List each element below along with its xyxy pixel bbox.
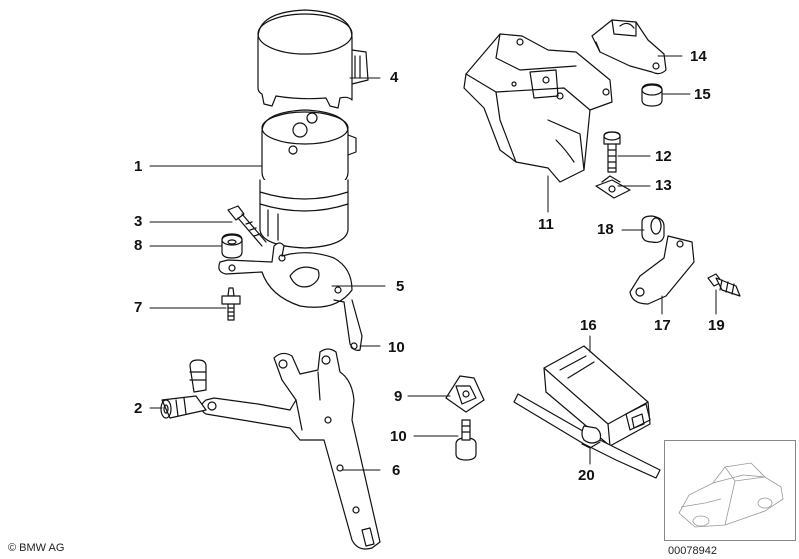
callout-4: 4 [390, 69, 399, 86]
callout-18: 18 [597, 221, 614, 238]
callout-12: 12 [655, 148, 672, 165]
callout-11: 11 [538, 216, 554, 233]
part-1-pump [259, 109, 357, 249]
callout-10-lower: 10 [390, 428, 407, 445]
part-2-fitting [160, 359, 207, 419]
callout-16: 16 [580, 317, 597, 334]
callout-3: 3 [134, 213, 143, 230]
part-17-small-bracket [629, 235, 695, 305]
part-16-control-module [543, 345, 651, 447]
callout-10-upper: 10 [388, 339, 405, 356]
copyright-text: © BMW AG [8, 542, 65, 554]
part-3-bolt [227, 205, 267, 247]
part-9-clip [445, 375, 485, 413]
callout-8: 8 [134, 237, 143, 254]
part-8-grommet [221, 233, 243, 259]
part-14-sensor [591, 19, 667, 75]
part-10-bolt [455, 419, 477, 461]
callout-6: 6 [392, 462, 401, 479]
part-15-screw [641, 83, 663, 107]
callout-14: 14 [690, 48, 707, 65]
part-5-bracket-plate [218, 242, 363, 351]
callout-7: 7 [134, 299, 143, 316]
callout-15: 15 [694, 86, 711, 103]
part-18-grommet [641, 215, 665, 243]
part-4-cover-cap [257, 9, 369, 109]
part-7-stud [221, 287, 241, 321]
part-6-lower-bracket [200, 348, 381, 550]
part-20-cable-tie [513, 393, 661, 479]
callout-5: 5 [396, 278, 405, 295]
part-13-clip-nut [595, 175, 631, 199]
callout-19: 19 [708, 317, 725, 334]
leader-lines [149, 55, 717, 471]
callout-1: 1 [134, 158, 143, 175]
part-11-large-bracket [463, 33, 613, 183]
callout-9: 9 [394, 388, 403, 405]
part-19-bolt [707, 273, 741, 297]
diagram-number: 00078942 [668, 545, 717, 557]
callout-13: 13 [655, 177, 672, 194]
callout-20: 20 [578, 467, 595, 484]
part-12-bolt [603, 131, 621, 173]
callout-2: 2 [134, 400, 143, 417]
callout-17: 17 [654, 317, 671, 334]
car-outline-icon [678, 462, 784, 528]
vehicle-thumbnail [664, 440, 796, 541]
